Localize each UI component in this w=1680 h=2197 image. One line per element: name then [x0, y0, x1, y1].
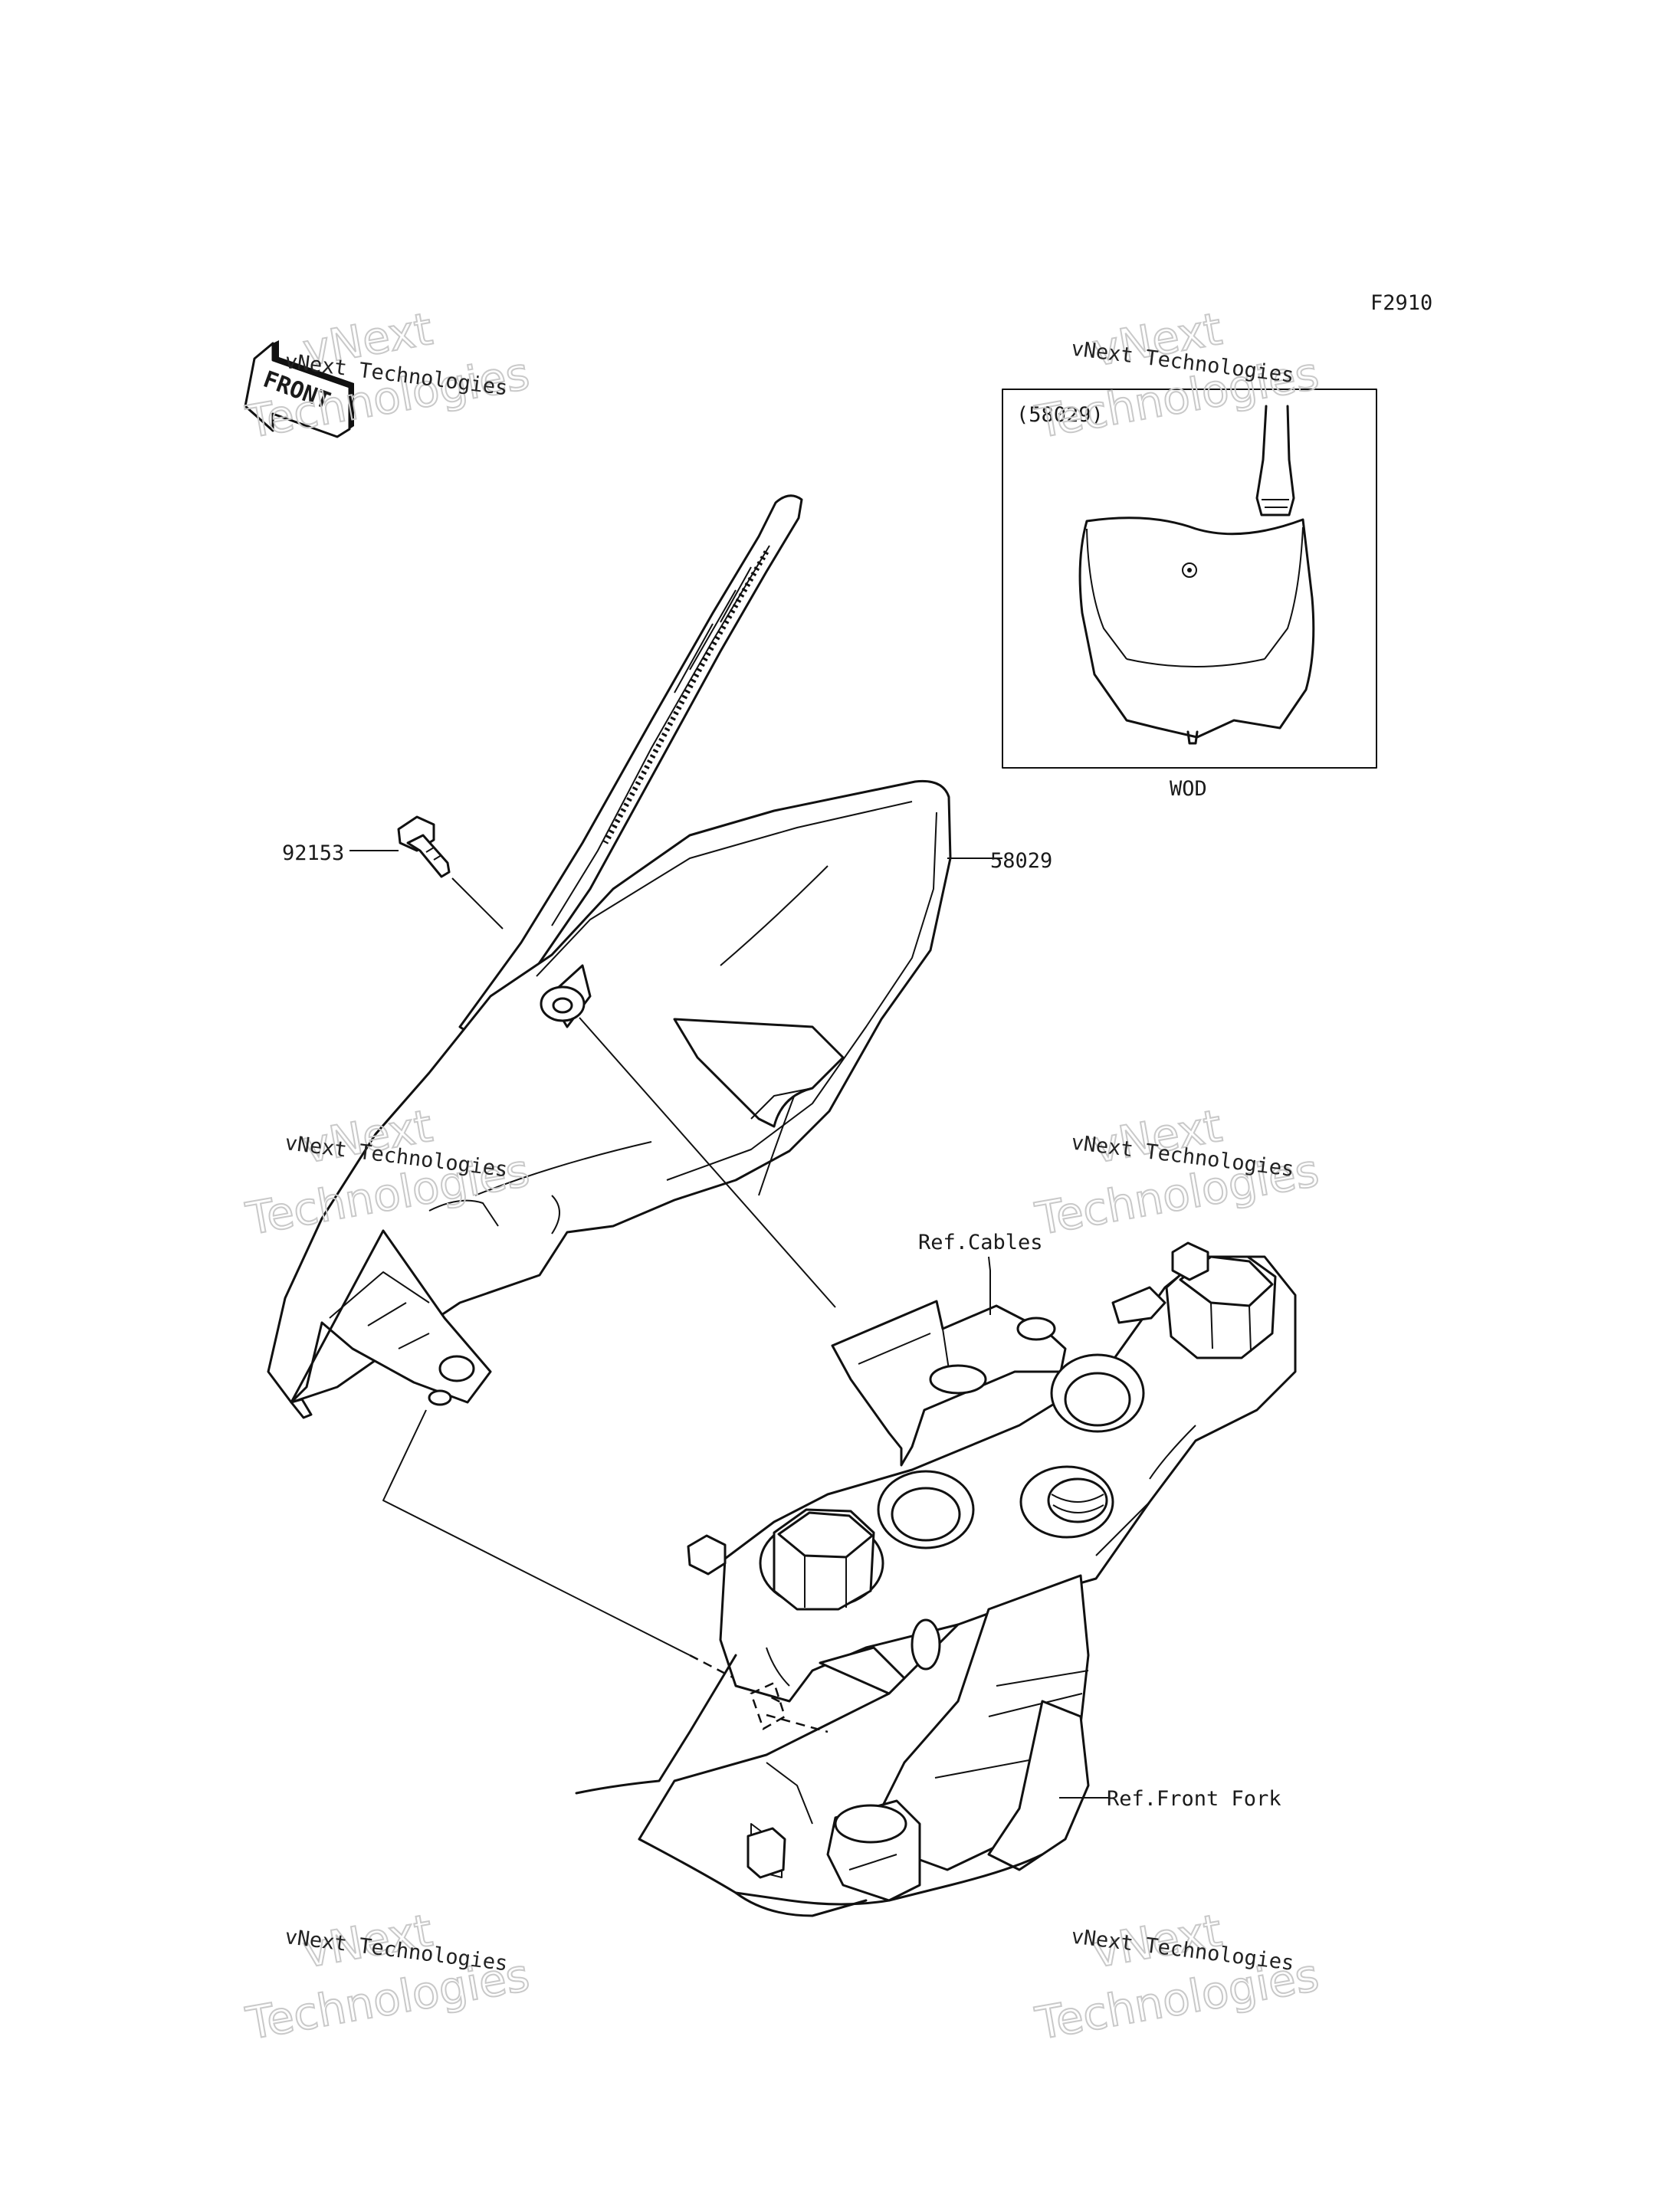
leader-cables [988, 1256, 991, 1315]
callout-number-plate: 58029 [990, 849, 1052, 873]
mount-line-top [579, 1017, 836, 1308]
cable-bracket [831, 1300, 1067, 1467]
triple-clamp [687, 1241, 1297, 1703]
watermark-6: vNext Technologies vNext Technologies [1031, 1904, 1324, 2051]
watermark-2: vNext Technologies vNext Technologies [1031, 302, 1324, 449]
watermark-4: vNext Technologies vNext Technologies [1031, 1099, 1324, 1246]
inset-number-plate [1078, 405, 1315, 745]
clamp-bolt-left [759, 1508, 884, 1611]
front-fork [575, 1574, 1090, 1917]
bolt-92153 [397, 815, 504, 930]
inset-part-number: (58029) [1016, 403, 1104, 427]
mount-line-bottom [382, 1409, 691, 1656]
inset-variant-box: (58029) WOD [1002, 389, 1377, 801]
callout-front-fork: Ref.Front Fork [1107, 1787, 1281, 1811]
inset-variant-label: WOD [1170, 777, 1207, 801]
callout-cables: Ref.Cables [918, 1231, 1043, 1254]
number-plate-58029 [267, 494, 952, 1419]
clamp-holes [877, 1353, 1145, 1549]
front-arrow-icon: FRONT [244, 340, 354, 438]
callout-bolt: 92153 [282, 841, 344, 865]
figure-code: F2910 [1370, 291, 1432, 315]
watermark-5: vNext Technologies vNext Technologies [241, 1904, 534, 2051]
